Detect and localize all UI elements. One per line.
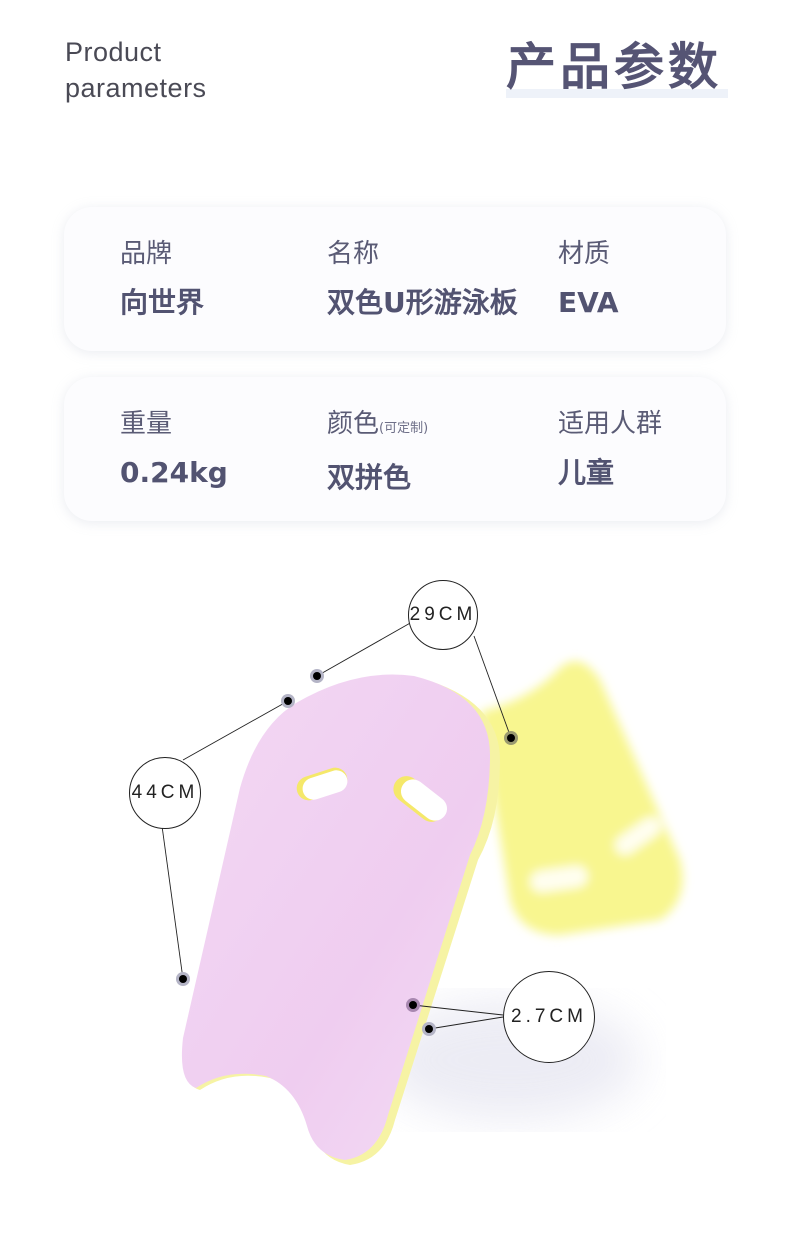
product-dimension-illustration: 29CM 44CM 2.7CM	[0, 560, 790, 1240]
param-value: 双色U形游泳板	[327, 286, 518, 319]
param-brand: 品牌 向世界	[120, 237, 204, 321]
params-card-2: 重量 0.24kg 颜色(可定制) 双拼色 适用人群 儿童	[64, 377, 726, 521]
english-title-line2: parameters	[65, 73, 207, 103]
param-material: 材质 EVA	[558, 237, 619, 321]
param-color: 颜色(可定制) 双拼色	[327, 407, 428, 496]
param-label-note: (可定制)	[379, 421, 429, 436]
page-title: 产品参数	[506, 38, 722, 96]
param-label-wrap: 颜色(可定制)	[327, 407, 428, 446]
param-value: 0.24kg	[120, 456, 228, 489]
param-label: 材质	[558, 239, 611, 269]
param-value: 儿童	[558, 456, 615, 489]
param-label: 品牌	[120, 239, 173, 269]
english-title: Product parameters	[65, 34, 207, 106]
param-label: 颜色	[327, 409, 380, 439]
param-name: 名称 双色U形游泳板	[327, 237, 518, 321]
param-value: EVA	[558, 286, 619, 319]
param-label: 名称	[327, 239, 380, 269]
title-highlight-bar	[506, 89, 728, 98]
param-value: 双拼色	[327, 461, 412, 494]
kickboard-illustration	[161, 621, 683, 1165]
param-label: 重量	[120, 409, 173, 439]
param-weight: 重量 0.24kg	[120, 407, 228, 491]
params-card-1: 品牌 向世界 名称 双色U形游泳板 材质 EVA	[64, 207, 726, 351]
marker-dots	[176, 669, 518, 1036]
length-dimension-label: 44CM	[129, 757, 201, 829]
param-value: 向世界	[120, 286, 205, 319]
width-dimension-label: 29CM	[408, 580, 478, 650]
chinese-title-block: 产品参数	[506, 36, 728, 98]
yellow-board-back	[480, 661, 683, 935]
english-title-line1: Product	[65, 37, 162, 67]
thickness-dimension-label: 2.7CM	[503, 971, 595, 1063]
handle-holes	[296, 767, 448, 822]
param-audience: 适用人群 儿童	[558, 407, 662, 491]
dimension-lines	[161, 621, 512, 1030]
param-label: 适用人群	[558, 409, 663, 439]
